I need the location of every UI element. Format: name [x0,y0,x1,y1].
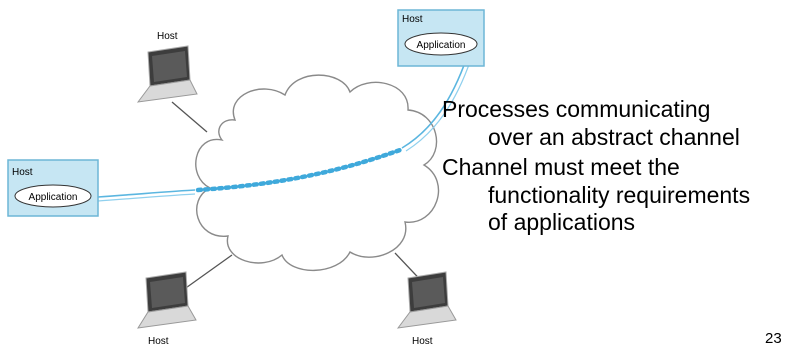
host-label-left: Host [12,167,33,178]
page-number: 23 [765,330,782,347]
host-label-top-left: Host [157,31,178,42]
bullet-channel: Channel must meet the functionality requ… [442,154,792,237]
bullet-processes: Processes communicating over an abstract… [442,96,792,151]
bullet-list: Processes communicating over an abstract… [442,96,792,240]
channel-line-left-2 [97,193,196,202]
channel-line-left [97,189,196,198]
bullet-line: functionality requirements [488,181,751,208]
host-label-bottom-left: Host [148,336,169,347]
host-label-top-right: Host [402,14,423,25]
channel-line-right [401,56,468,149]
bullet-line: Channel must meet the [442,154,680,180]
bullet-line: Processes communicating [442,96,711,122]
application-label-left: Application [29,192,78,203]
bullet-line: of applications [488,209,636,235]
laptop-icon-bottom-left [137,271,197,329]
application-oval-left [14,184,92,208]
laptop-icon-bottom-right [396,271,457,329]
laptop-icon-top-left [136,45,198,103]
link-bottom-left [182,254,233,291]
channel-line-right-2 [405,58,472,152]
abstract-channel [195,147,403,193]
link-top-left [171,101,208,133]
application-label-top-right: Application [417,40,466,51]
application-oval-top-right [404,32,478,56]
bullet-line: over an abstract channel [488,123,740,150]
host-label-bottom-right: Host [412,336,433,347]
